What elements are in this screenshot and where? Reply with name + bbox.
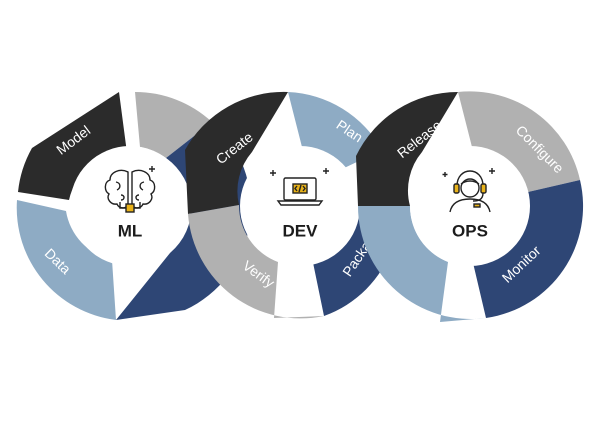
ops-segment-configure <box>458 91 580 192</box>
ops-segment-release <box>356 91 458 206</box>
ml-segment-data <box>16 200 116 320</box>
ops-cycle: Release Configure Monitor OPS <box>356 91 584 322</box>
dev-segment-plan <box>288 92 382 170</box>
dev-segment-verify <box>188 205 324 319</box>
support-agent-icon <box>442 168 495 213</box>
ops-segment-bottom-left <box>358 206 486 322</box>
ml-hub-label: ML <box>118 221 143 240</box>
dev-cycle: Create Plan Package Verify DEV <box>185 91 400 319</box>
brain-chip-icon <box>104 166 156 213</box>
laptop-code-icon <box>270 168 329 206</box>
dev-hub <box>240 146 360 266</box>
ml-segment-model <box>18 92 127 200</box>
dev-hub-label: DEV <box>283 221 319 240</box>
ops-segment-monitor <box>470 180 584 318</box>
dev-segment-package <box>310 150 400 316</box>
dev-segment-create <box>185 91 288 214</box>
ops-hub <box>410 146 530 266</box>
ml-segment-top-right <box>135 91 212 158</box>
ops-hub-label: OPS <box>452 221 488 240</box>
